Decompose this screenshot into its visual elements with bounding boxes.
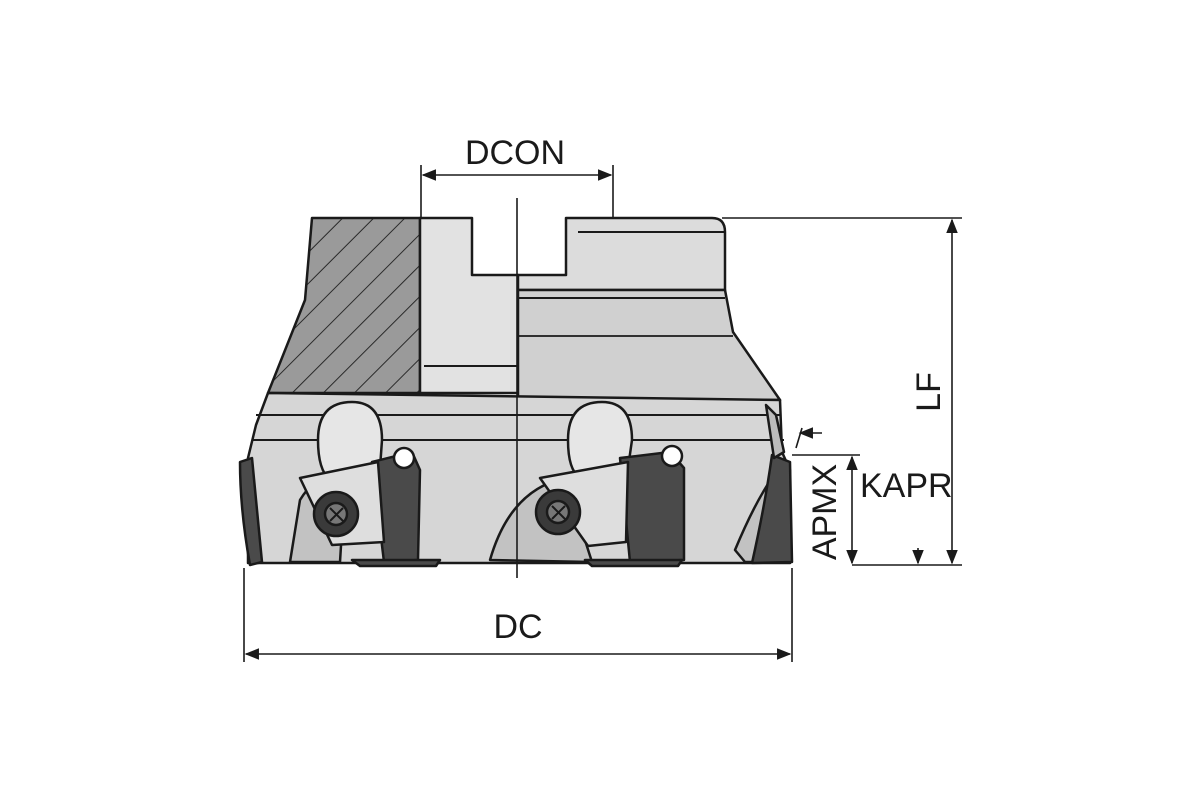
label-dcon: DCON <box>465 134 565 172</box>
label-apmx: APMX <box>806 464 844 560</box>
label-dc: DC <box>493 608 542 646</box>
dimension-lf <box>722 217 962 566</box>
dimension-dcon <box>420 165 614 218</box>
pocket-2 <box>566 400 634 480</box>
dimension-kapr <box>795 427 924 565</box>
dimension-apmx <box>792 454 860 565</box>
label-kapr: KAPR <box>860 467 953 505</box>
insert-left-edge <box>238 456 264 567</box>
insert-right-edge <box>750 403 794 565</box>
pocket-1 <box>316 400 384 482</box>
insert-2 <box>534 444 686 564</box>
taper-right <box>516 288 782 402</box>
dimension-dc <box>243 568 793 662</box>
hub-right <box>516 216 727 292</box>
insert-bottom-tips <box>350 558 684 568</box>
label-lf: LF <box>910 372 948 412</box>
insert-1 <box>298 446 422 564</box>
section-hatched <box>266 216 422 395</box>
